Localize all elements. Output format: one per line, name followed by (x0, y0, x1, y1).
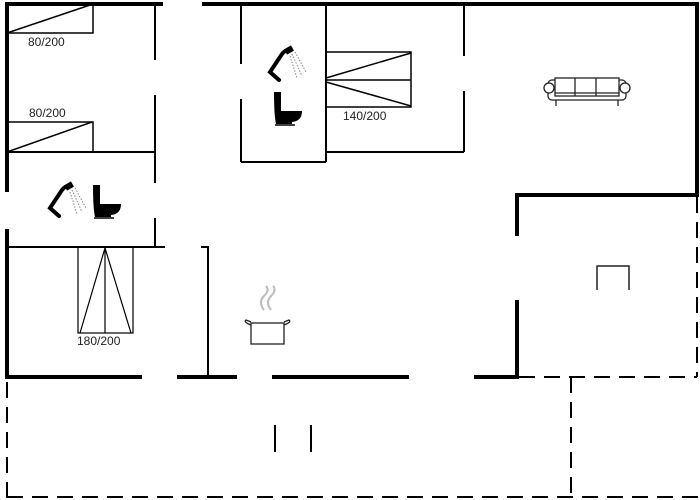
sofa-icon (543, 77, 631, 106)
fireplace-icon (596, 265, 630, 290)
bed-180-200 (77, 246, 134, 334)
toilet-icon (93, 185, 121, 219)
bed-140-200 (325, 51, 412, 108)
terrace-steps (274, 425, 312, 452)
inner-walls (7, 4, 465, 377)
cooking-pot-icon (244, 285, 291, 345)
shower-icon (267, 45, 307, 82)
bed-label: 80/200 (29, 106, 66, 120)
bed-80-200-bottom (6, 121, 94, 153)
terrace-outline (6, 197, 700, 500)
bed-label: 140/200 (343, 109, 387, 123)
toilet-icon (274, 92, 302, 126)
bed-label: 180/200 (77, 334, 121, 348)
bed-label: 80/200 (28, 35, 65, 49)
outer-walls (5, 2, 699, 379)
bed-80-200-top (6, 3, 94, 34)
shower-icon (47, 181, 87, 218)
